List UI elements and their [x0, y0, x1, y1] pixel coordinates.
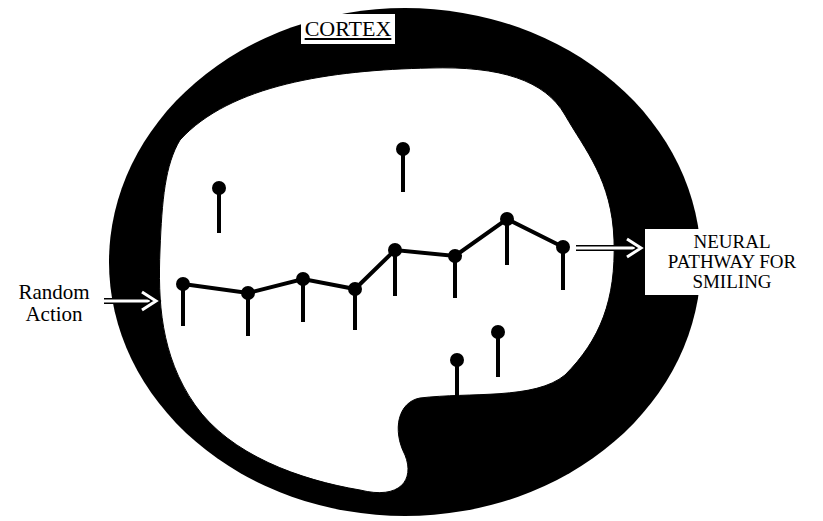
leader-arrow	[576, 239, 641, 257]
leader-arrow	[104, 292, 156, 310]
inner-region	[159, 68, 614, 493]
region-title: CORTEX	[301, 14, 396, 43]
neuron-bodies	[176, 142, 570, 367]
pathway-label: NEURAL PATHWAY FOR SMILING	[645, 229, 819, 295]
neural-pathway	[183, 149, 563, 405]
cortex-ellipse	[109, 8, 701, 516]
action-label: Random Action	[4, 278, 104, 328]
